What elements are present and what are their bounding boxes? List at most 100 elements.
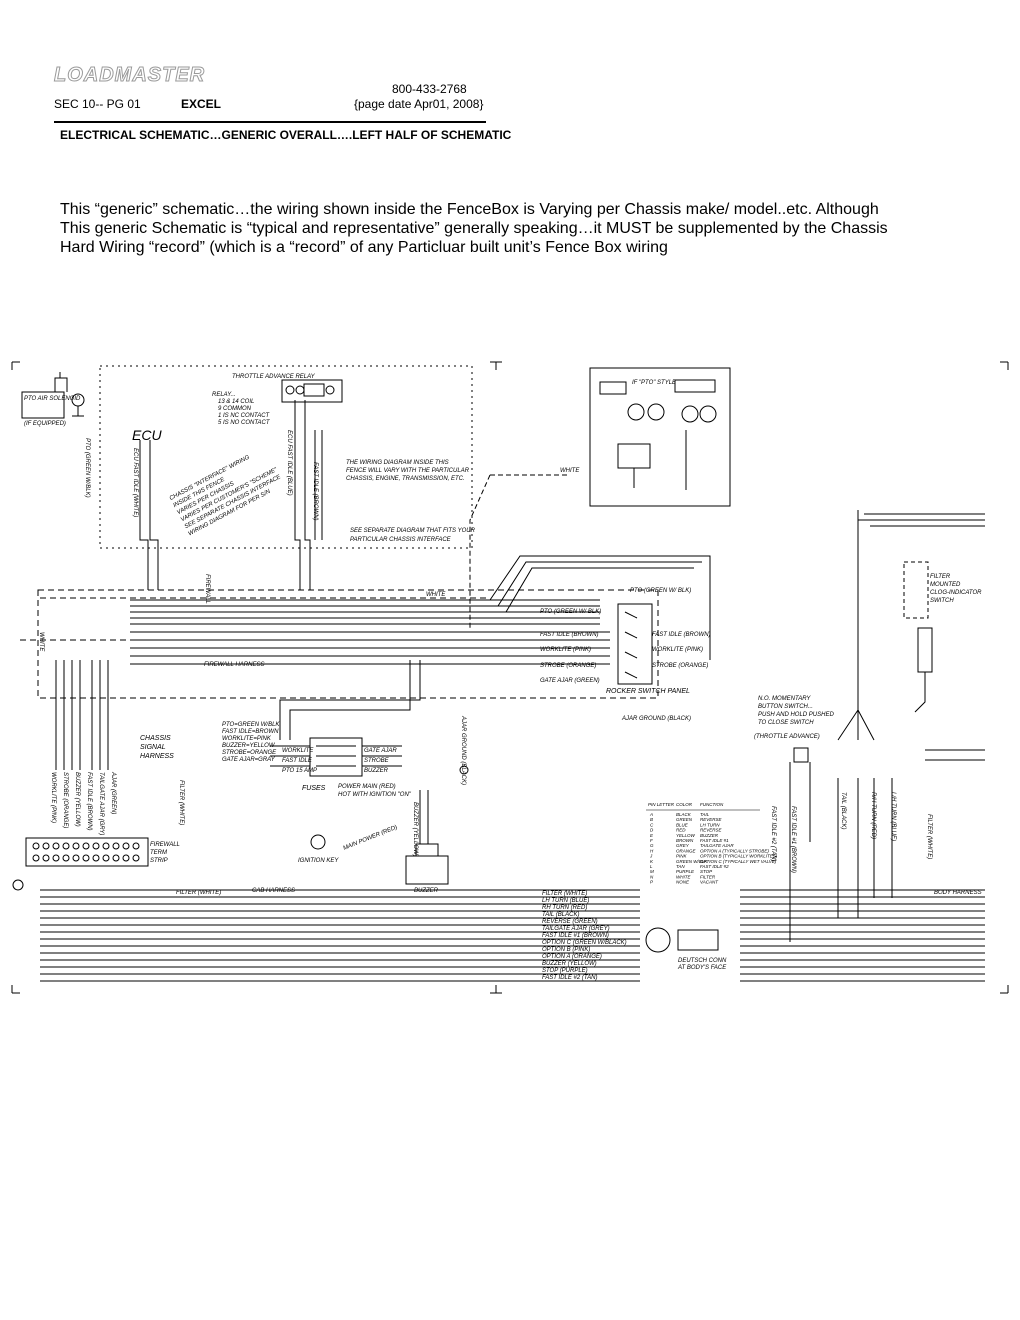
pin-table-cell: BROWN (676, 838, 694, 843)
pin-table-cell: FAST IDLE #2 (700, 864, 729, 869)
intro-line-2: This generic Schematic is “typical and r… (60, 220, 888, 237)
pin-table-cell: TAIL (700, 812, 710, 817)
bus-label: OPTION B (PINK) (542, 947, 590, 953)
pin-table-cell: M (650, 869, 654, 874)
filter-switch-label: SWITCH (930, 598, 954, 604)
fence-note: THE WIRING DIAGRAM INSIDE THIS (346, 460, 449, 466)
throttle-relay-label: THROTTLE ADVANCE RELAY (232, 374, 316, 380)
pin-table-cell: E (650, 833, 654, 838)
fuse-label: GATE AJAR (364, 748, 397, 754)
pin-table-cell: K (650, 859, 654, 864)
filter-white-vertical-label: FILTER (WHITE) (178, 780, 184, 825)
white-wire-label: WHITE (38, 632, 44, 652)
pin-table-cell: A (649, 812, 653, 817)
phone-number: 800-433-2768 (392, 82, 467, 96)
vertical-wire-label: TAILGATE AJAR (GRY) (98, 772, 104, 835)
chassis-signal-label: HARNESS (140, 753, 174, 760)
fuse-legend: PTO=GREEN W/BLK (222, 722, 280, 728)
pin-table-cell: ORANGE (676, 848, 697, 853)
pin-table-header: COLOR (676, 802, 693, 807)
pin-table-cell: BUZZER (700, 833, 719, 838)
chassis-signal-label: SIGNAL (140, 744, 166, 751)
relay-note: 13 & 14 COIL (218, 399, 254, 405)
ajar-ground-label: AJAR GROUND (BLACK) (621, 716, 691, 722)
fuse-label: FAST IDLE (282, 758, 313, 764)
bus-label: TAILGATE AJAR (GREY) (542, 926, 610, 932)
section-page: SEC 10-- PG 01 (54, 97, 141, 111)
vertical-wire-label: AJAR (GREEN) (110, 771, 116, 814)
model-name: EXCEL (181, 97, 222, 111)
firewall-label: FIREWALL (204, 574, 210, 604)
pin-table-cell: B (650, 817, 653, 822)
power-main-label: POWER MAIN (RED) (338, 784, 396, 790)
pin-table-header: FUNCTION (700, 802, 724, 807)
term-strip-label: STRIP (150, 858, 168, 864)
ignition-key-label: IGNITION KEY (298, 858, 339, 864)
pin-table-cell: YELLOW (676, 833, 696, 838)
intro-paragraph: This “generic” schematic…the wiring show… (60, 200, 960, 257)
ecu-label: ECU (132, 427, 162, 443)
term-strip-label: FIREWALL (150, 842, 180, 848)
firewall-harness-label: FIREWALL HARNESS (204, 662, 264, 668)
filter-switch-label: MOUNTED (930, 582, 961, 588)
relay-note: 5 IS NO CONTACT (218, 420, 271, 426)
fuse-legend: WORKLITE=PINK (222, 736, 272, 742)
rocker-right-label: STROBE (ORANGE) (652, 663, 708, 669)
ecu-fast-idle-blue-label: ECU FAST IDLE (BLUE) (286, 430, 292, 496)
pin-table-cell: STOP (700, 869, 712, 874)
pin-table-cell: OPTION A (TYPICALLY STROBE) (700, 848, 769, 853)
bus-label: OPTION A (ORANGE) (542, 954, 602, 960)
pin-table-cell: H (650, 848, 654, 853)
bus-label: FAST IDLE #2 (TAN) (542, 975, 597, 981)
pin-table-cell: NONE (676, 880, 690, 885)
fuse-label: STROBE (364, 758, 390, 764)
fuse-legend: FAST IDLE=BROWN (222, 729, 279, 735)
filter-switch-label: FILTER (930, 574, 951, 580)
rh-turn-label: R/H TURN (RED) (870, 792, 876, 839)
if-equipped-label: (IF EQUIPPED) (24, 421, 66, 427)
vertical-wire-label: BUZZER (YELLOW) (74, 772, 80, 827)
pin-table-cell: VACANT (700, 880, 719, 885)
pin-table-cell: D (650, 828, 654, 833)
rocker-label: WORKLITE (PINK) (540, 647, 591, 653)
filter-white-right-label: FILTER (WHITE) (926, 814, 932, 859)
intro-line-1: This “generic” schematic…the wiring show… (60, 201, 879, 218)
fuse-legend: GATE AJAR=GRAY (222, 757, 276, 763)
fuses-label: FUSES (302, 785, 326, 792)
pin-table-cell: GREEN (676, 817, 693, 822)
see-separate-note: SEE SEPARATE DIAGRAM THAT FITS YOUR (350, 528, 476, 534)
pin-table-cell: LH TURN (700, 822, 720, 827)
pin-table-cell: TAILGATE AJAR (700, 843, 734, 848)
deutsch-label: DEUTSCH CONN (678, 958, 727, 964)
pin-table-cell: PURPLE (676, 869, 695, 874)
cab-harness-label: CAB HARNESS (252, 888, 295, 894)
pin-table-cell: P (650, 880, 653, 885)
pin-table-cell: GREY (676, 843, 690, 848)
pin-table-cell: GREEN W/BLK (676, 859, 708, 864)
page-heading: ELECTRICAL SCHEMATIC…GENERIC OVERALL….LE… (60, 128, 512, 142)
filter-switch-label: CLOG-INDICATOR (930, 590, 982, 596)
bus-label: RH TURN (RED) (542, 905, 587, 911)
momentary-label: BUTTON SWITCH... (758, 704, 813, 710)
fast-idle-1-label: FAST IDLE #1 (BROWN) (790, 806, 796, 873)
pin-table-cell: RED (676, 828, 686, 833)
fuse-label: PTO 15 AMP (282, 768, 317, 774)
bus-label: BUZZER (YELLOW) (542, 961, 597, 967)
pin-table-cell: FAST IDLE #1 (700, 838, 729, 843)
fence-note: FENCE WILL VARY WITH THE PARTICULAR (346, 468, 470, 474)
pin-table-cell: C (650, 822, 654, 827)
white-wire-label: WHITE (560, 468, 580, 474)
body-harness-label: BODY HARNESS (934, 890, 982, 896)
relay-note: RELAY... (212, 392, 236, 398)
rocker-label: FAST IDLE (BROWN) (540, 632, 599, 638)
throttle-advance-label: (THROTTLE ADVANCE) (754, 734, 820, 740)
electrical-schematic: PTO AIR SOLENOID (IF EQUIPPED) THROTTLE … (11, 361, 1009, 994)
intro-line-3: Hard Wiring “record” (which is a “record… (60, 239, 668, 256)
vertical-wire-label: STROBE (ORANGE) (62, 772, 68, 828)
rocker-label: PTO (GREEN W/ BLK) (630, 588, 691, 594)
pin-table-cell: L (650, 864, 653, 869)
pin-table-cell: TAN (676, 864, 685, 869)
buzzer-label: BUZZER (414, 888, 439, 894)
pin-table-cell: BLACK (676, 812, 692, 817)
